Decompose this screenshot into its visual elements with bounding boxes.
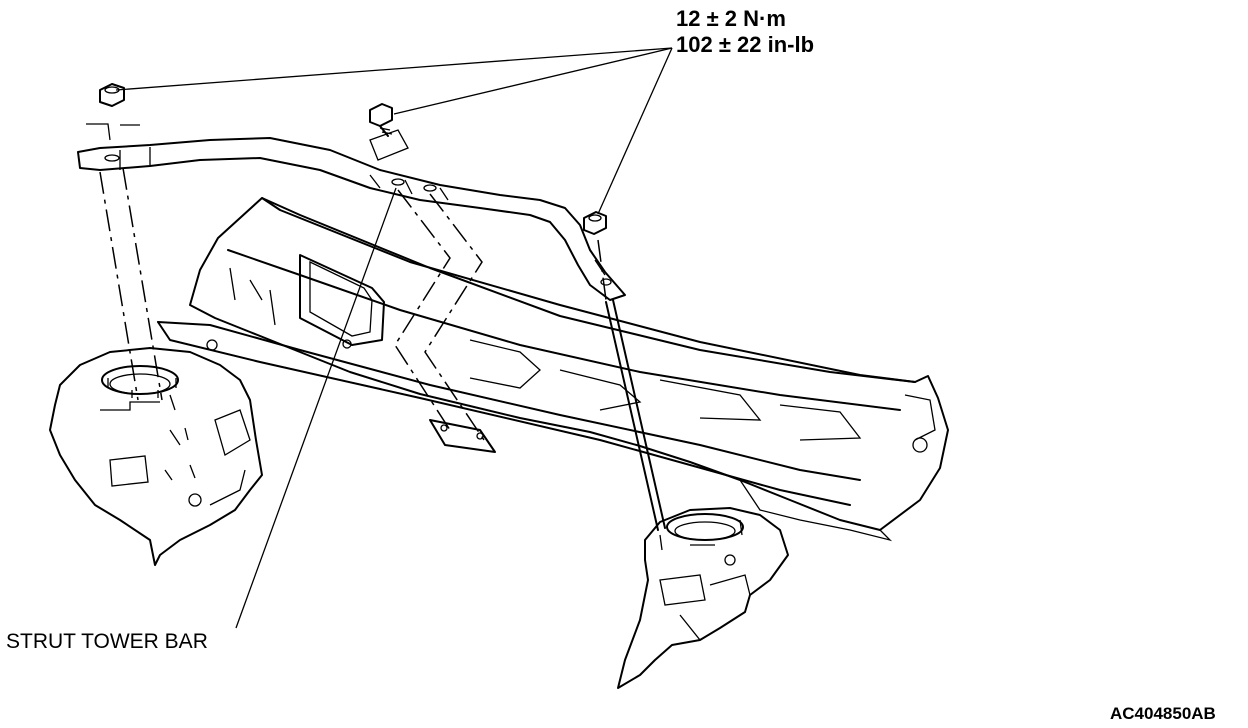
right-nut — [583, 211, 607, 235]
right-strut-tower — [617, 507, 789, 689]
cowl-panel — [157, 197, 949, 542]
figure-code: AC404850AB — [1110, 704, 1216, 723]
left-strut-tower — [49, 347, 263, 566]
strut-tower-bar-label: STRUT TOWER BAR — [6, 630, 208, 653]
torque-leader-lines — [115, 47, 673, 215]
strut-tower-bar — [77, 137, 626, 301]
torque-imperial-label: 102 ± 22 in-lb — [676, 32, 815, 57]
center-mounting-guides — [369, 129, 485, 441]
center-bolt — [369, 103, 393, 137]
left-mounting-guides — [86, 123, 163, 401]
right-mounting-guides — [597, 239, 666, 531]
torque-metric-label: 12 ± 2 N·m — [676, 6, 786, 31]
strut-tower-bar-leader — [235, 187, 397, 629]
left-nut — [99, 83, 125, 107]
